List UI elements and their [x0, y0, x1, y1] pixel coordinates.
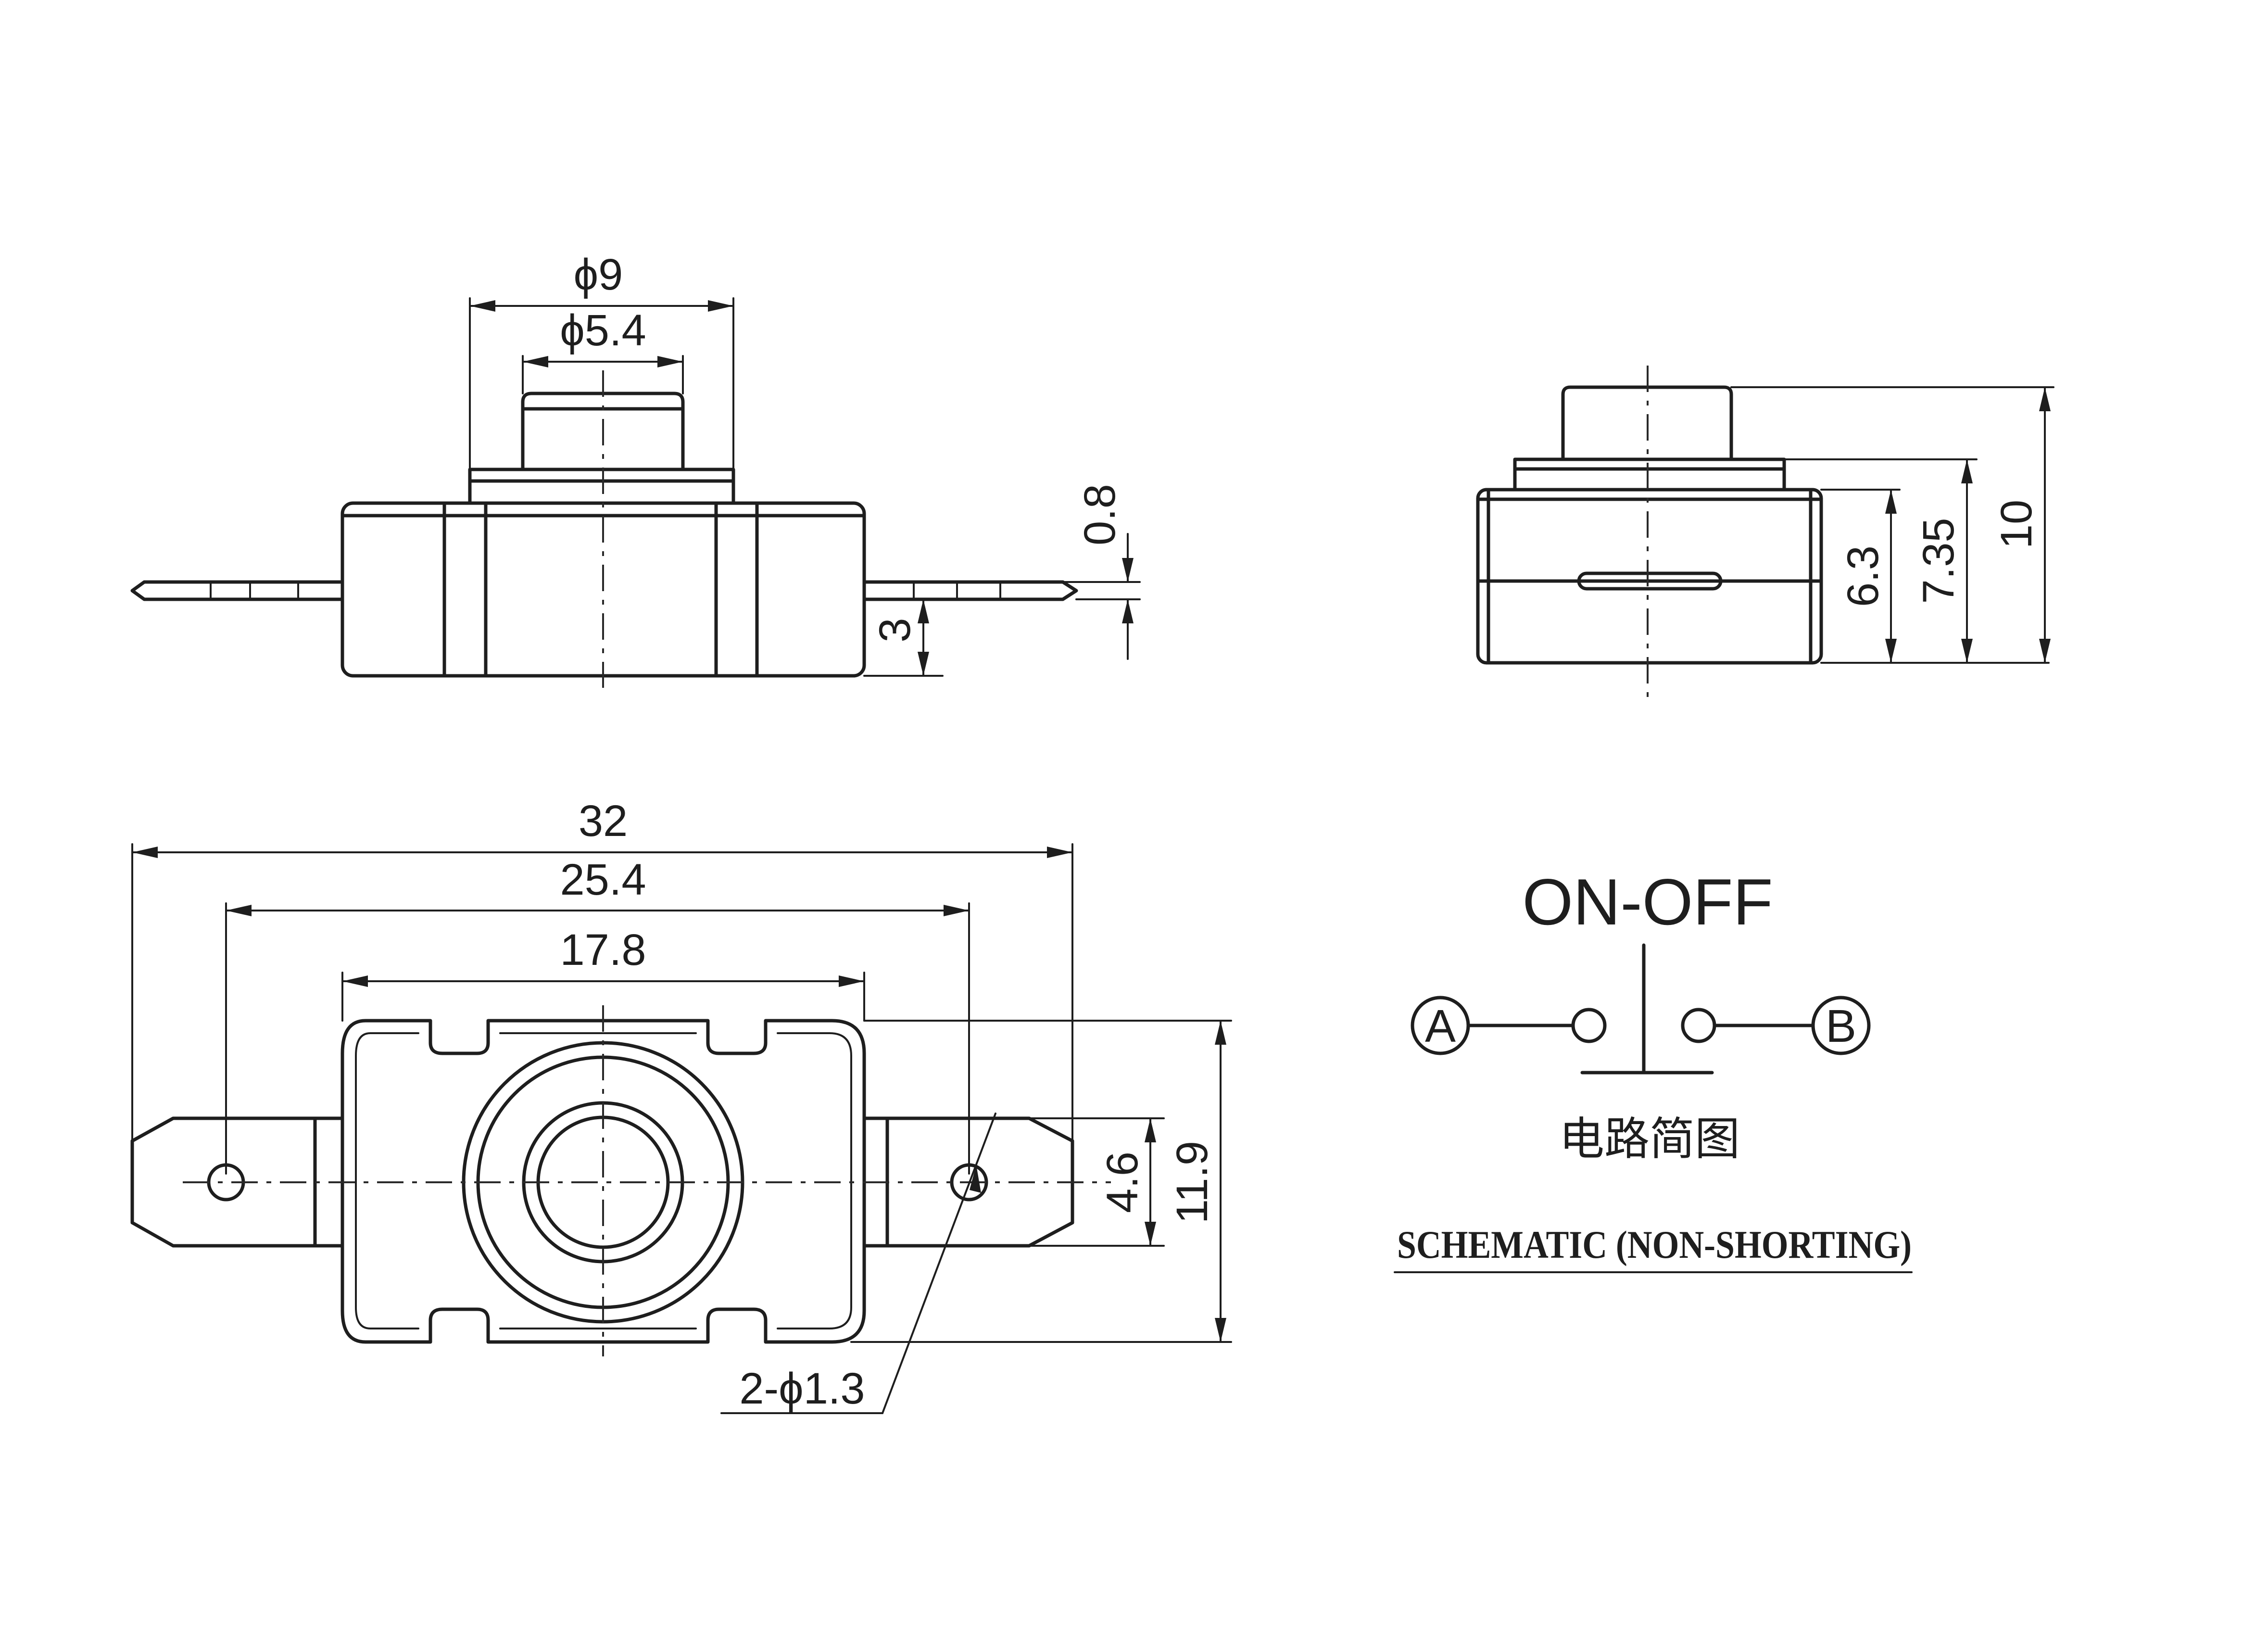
dim-mounting-holes: 2-ϕ1.3 — [739, 1364, 865, 1413]
dim-terminal-width: 4.6 — [1098, 1152, 1147, 1213]
dim-side-body-height: 6.3 — [1839, 545, 1888, 607]
dim-inner-diameter: ϕ5.4 — [560, 306, 646, 355]
terminal-b: B — [1681, 996, 1871, 1055]
terminal-a-label: A — [1425, 1000, 1456, 1052]
front-view: ϕ9 ϕ5.4 0.8 3 — [130, 250, 1141, 688]
side-view: 6.3 7.35 10 — [1476, 366, 2054, 697]
schematic: ON-OFF A B 电路简图 SCHEMATIC (NON-SHORTING) — [1394, 865, 1913, 1273]
dim-overall-length: 32 — [579, 797, 628, 846]
schematic-caption-en: SCHEMATIC (NON-SHORTING) — [1397, 1223, 1912, 1266]
terminal-b-label: B — [1826, 1000, 1856, 1052]
dim-body-width: 11.9 — [1168, 1141, 1217, 1224]
dim-hole-pitch: 25.4 — [560, 855, 646, 904]
dim-terminal-offset: 3 — [870, 618, 920, 642]
schematic-title: ON-OFF — [1522, 865, 1773, 938]
dim-side-collar-height: 7.35 — [1914, 518, 1963, 604]
dim-outer-diameter: ϕ9 — [574, 250, 623, 299]
terminal-a: A — [1411, 996, 1607, 1055]
dim-terminal-thickness: 0.8 — [1075, 484, 1124, 545]
dim-body-length: 17.8 — [560, 925, 646, 974]
top-view: 32 25.4 17.8 4.6 11.9 2-ϕ1.3 — [130, 797, 1232, 1414]
schematic-caption-cn: 电路简图 — [1559, 1113, 1740, 1165]
dim-side-total-height: 10 — [1992, 500, 2041, 549]
